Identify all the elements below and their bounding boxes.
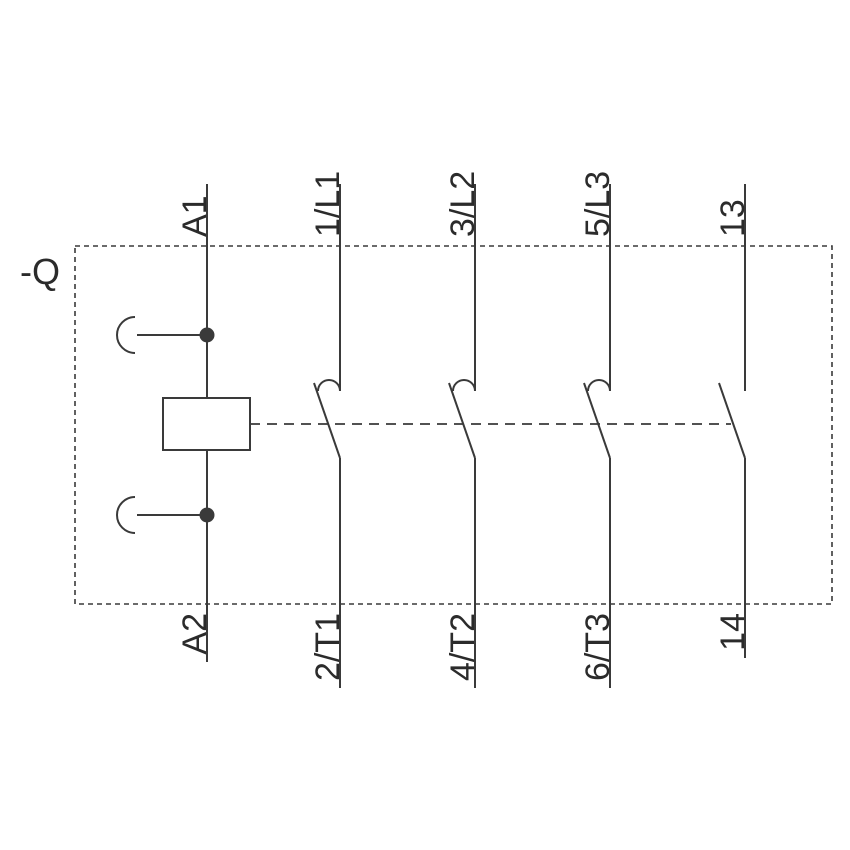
pole1-contact-blade — [313, 382, 341, 459]
main-pole-1: 1/L1 2/T1 — [309, 171, 347, 688]
pole3-fixed-contact-arc-icon — [587, 379, 611, 392]
device-tag-label: -Q — [20, 251, 60, 292]
junction-dot-top — [199, 327, 215, 343]
coil-branch: A1 A2 — [116, 184, 251, 662]
terminal-label-1l1: 1/L1 — [309, 171, 347, 237]
terminal-label-5l3: 5/L3 — [579, 171, 617, 237]
coil-symbol — [162, 397, 251, 451]
terminal-label-a1: A1 — [176, 195, 214, 237]
pole3-contact-blade — [583, 382, 611, 459]
main-pole-3: 5/L3 6/T3 — [579, 171, 617, 688]
terminal-label-a2: A2 — [176, 613, 214, 655]
terminal-label-6t3: 6/T3 — [579, 613, 617, 681]
pole1-fixed-contact-arc-icon — [317, 379, 341, 392]
pole2-contact-blade — [448, 382, 476, 459]
device-boundary-dashed-box — [74, 245, 833, 605]
terminal-label-14: 14 — [714, 613, 752, 651]
junction-dot-bottom — [199, 507, 215, 523]
pole2-fixed-contact-arc-icon — [452, 379, 476, 392]
main-pole-2: 3/L2 4/T2 — [444, 171, 482, 688]
aux-contact: 13 14 — [714, 184, 752, 658]
terminal-label-2t1: 2/T1 — [309, 613, 347, 681]
aux-contact-blade — [718, 382, 746, 459]
terminal-label-4t2: 4/T2 — [444, 613, 482, 681]
socket-arc-top-icon — [116, 316, 136, 354]
terminal-label-3l2: 3/L2 — [444, 171, 482, 237]
socket-arc-bottom-icon — [116, 496, 136, 534]
terminal-label-13: 13 — [714, 199, 752, 237]
